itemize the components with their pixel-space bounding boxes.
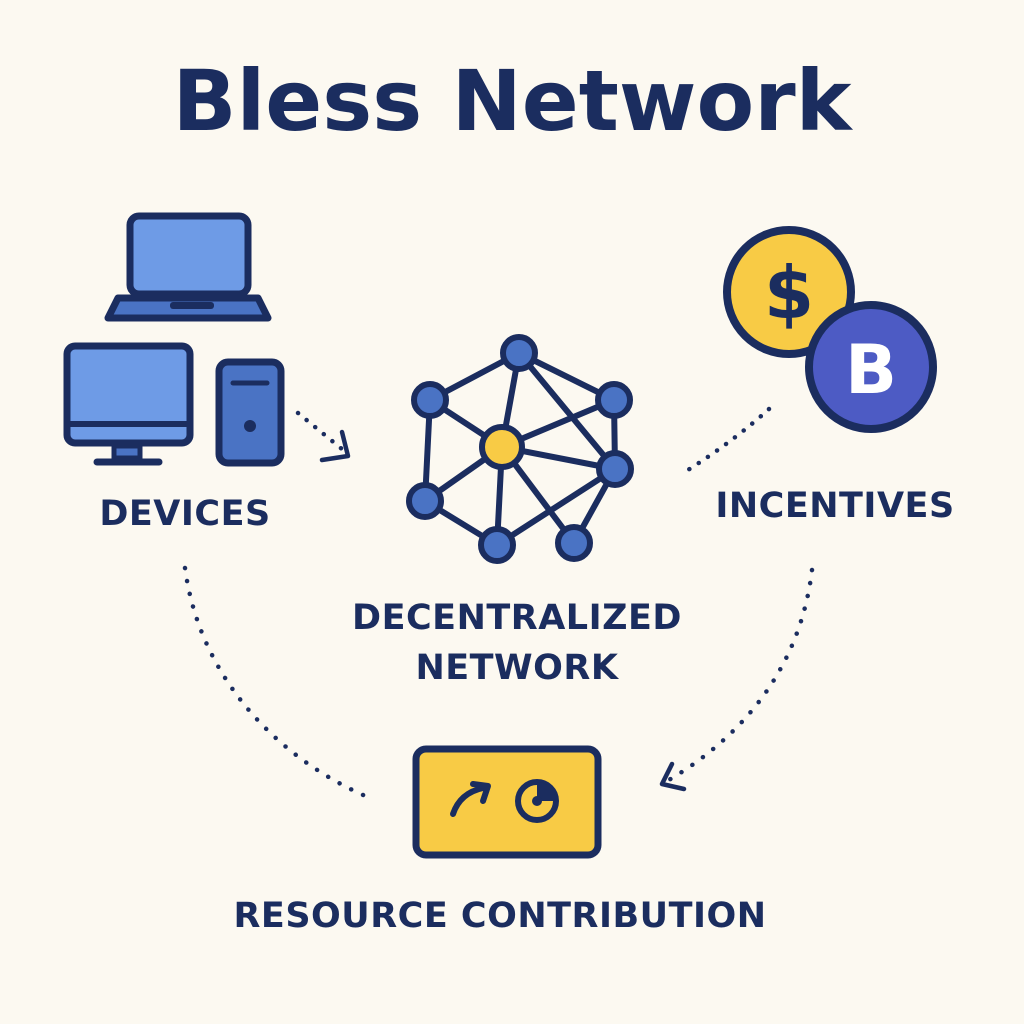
network-hub-node: [479, 424, 525, 470]
monitor-icon: [63, 342, 194, 466]
network-node: [595, 381, 633, 419]
resource-card-icon: [412, 745, 602, 859]
resource-contribution-label: RESOURCE CONTRIBUTION: [233, 896, 767, 936]
devices-label: DEVICES: [99, 494, 271, 534]
network-label-line1: DECENTRALIZED: [352, 598, 682, 638]
page-title: Bless Network: [172, 52, 852, 150]
incentives-to-resource-arrow: [659, 567, 815, 787]
network-node: [406, 482, 444, 520]
trend-arrow-icon: [450, 781, 491, 817]
network-graph-icon: [406, 334, 634, 564]
network-node: [478, 526, 516, 564]
b-token-icon: B: [805, 301, 937, 433]
network-node: [500, 334, 538, 372]
devices-to-network-arrow: [295, 410, 351, 457]
pie-chart-icon: [515, 779, 559, 823]
network-node: [411, 381, 449, 419]
dollar-coin-icon: $: [723, 226, 855, 358]
decentralized-network-label: DECENTRALIZED NETWORK: [300, 593, 734, 693]
incentives-to-network-link: [685, 406, 772, 473]
network-node: [596, 450, 634, 488]
tower-pc-icon: [215, 358, 285, 467]
network-label-line2: NETWORK: [415, 648, 619, 688]
laptop-icon: [104, 212, 272, 322]
svg-text:B: B: [845, 331, 897, 410]
network-node: [555, 524, 593, 562]
incentives-label: INCENTIVES: [715, 486, 955, 526]
devices-to-resource-arc: [182, 565, 373, 801]
svg-text:$: $: [764, 251, 814, 335]
